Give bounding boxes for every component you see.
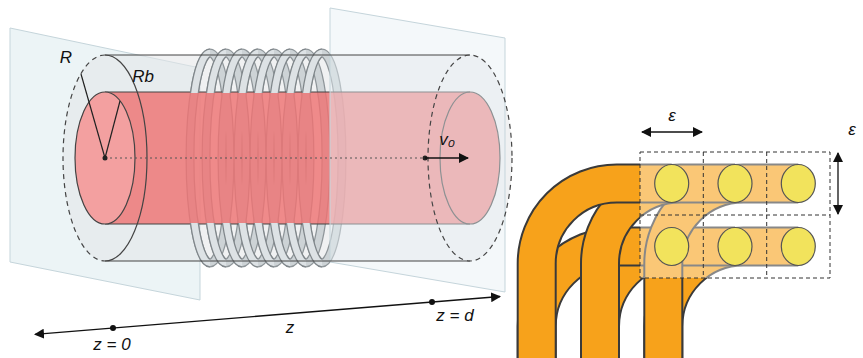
radius-label: Rb xyxy=(132,68,154,87)
z-axis xyxy=(35,297,500,335)
velocity-arrow xyxy=(425,157,468,158)
axis-tick xyxy=(110,325,116,331)
radius-line xyxy=(81,74,105,158)
tube-cross-section xyxy=(781,228,815,266)
center-line xyxy=(105,158,425,159)
boundary-plane xyxy=(330,8,505,292)
tube-cross-section xyxy=(655,165,689,203)
axis-label: z xyxy=(286,319,295,338)
spacing-label: ε xyxy=(668,107,675,126)
dimension-arrow xyxy=(837,153,838,214)
position-label: z = d xyxy=(436,307,473,326)
unit-cell-grid xyxy=(640,215,830,216)
tube-cross-section xyxy=(655,228,689,266)
radius-label: R xyxy=(60,49,72,68)
cell-overlay xyxy=(640,152,830,278)
tube-cross-section xyxy=(718,165,752,203)
radius-line xyxy=(105,101,120,158)
velocity-label: v₀ xyxy=(439,131,455,150)
tube-cross-section xyxy=(781,165,815,203)
dimension-arrow xyxy=(642,131,702,132)
cylinder-edge xyxy=(105,260,470,261)
cylinder-end xyxy=(63,55,105,261)
cylinder-edge xyxy=(105,54,470,55)
unit-cell-grid xyxy=(640,152,830,278)
position-label: z = 0 xyxy=(93,336,130,355)
tube-cross-section xyxy=(718,228,752,266)
spacing-label: ε xyxy=(848,121,855,140)
axis-tick xyxy=(429,299,435,305)
center-dot xyxy=(103,156,108,161)
